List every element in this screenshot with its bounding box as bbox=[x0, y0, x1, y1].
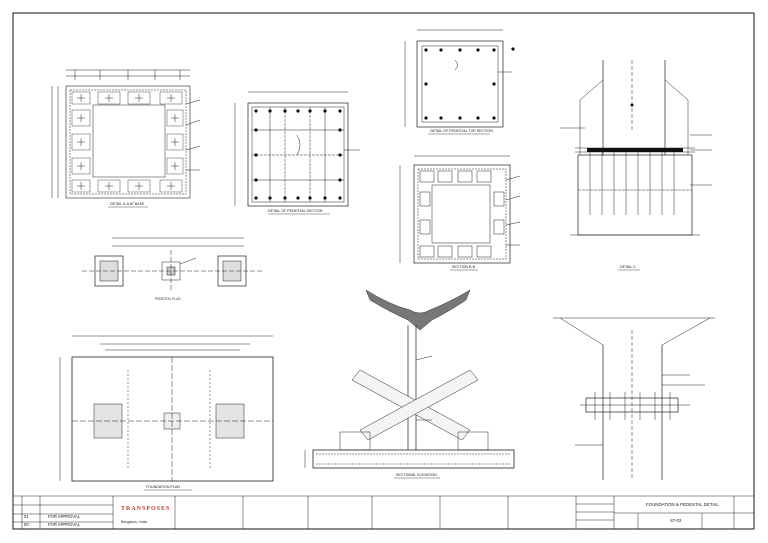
sheet-number: ST-03 bbox=[670, 518, 682, 523]
section-b-drawing bbox=[399, 155, 521, 264]
detail-a-drawing bbox=[51, 69, 201, 199]
revision-number-2: 00 bbox=[24, 522, 29, 527]
foundation-plan-title: FOUNDATION PLAN bbox=[146, 485, 180, 489]
revision-status-2: FOR APPROVAL bbox=[48, 522, 81, 527]
pedestal-elevation-marks bbox=[587, 103, 683, 152]
company-address: Bengaluru, India bbox=[121, 520, 148, 524]
pedestal-top-bars bbox=[424, 47, 515, 120]
pedestal-top-title: DETAIL OF PEDESTAL TOP SECTION bbox=[430, 129, 493, 133]
pedestal-top-drawing bbox=[404, 29, 512, 128]
pedestal-section-bars bbox=[254, 109, 342, 200]
sectional-elevation-title: SECTIONAL ELEVATION bbox=[396, 473, 437, 477]
detail-a-title: DETAIL A-A AT BASE bbox=[110, 202, 145, 206]
base-detail-drawing bbox=[553, 317, 715, 480]
pedestal-section-drawing bbox=[234, 91, 360, 207]
revision-number-1: 01 bbox=[24, 514, 29, 519]
sectional-elevation-drawing bbox=[304, 325, 515, 469]
pedestal-elevation-drawing bbox=[560, 60, 712, 236]
small-plan-label: PEDESTAL PLAN bbox=[155, 297, 181, 301]
small-plan-drawing bbox=[82, 237, 262, 292]
bird-sculpture bbox=[365, 289, 471, 331]
drawing-title: FOUNDATION & PEDESTAL DETAIL bbox=[646, 502, 719, 507]
foundation-plan-drawing bbox=[59, 335, 274, 482]
revision-status-1: FOR APPROVAL bbox=[48, 514, 81, 519]
company-logo: TRANSPOSES bbox=[121, 506, 171, 512]
title-block-grid bbox=[12, 495, 755, 530]
detail-c-title: DETAIL C bbox=[620, 265, 636, 269]
pedestal-section-title: DETAIL OF PEDESTAL SECTION bbox=[268, 209, 323, 213]
section-b-title: SECTION B-B bbox=[452, 265, 476, 269]
